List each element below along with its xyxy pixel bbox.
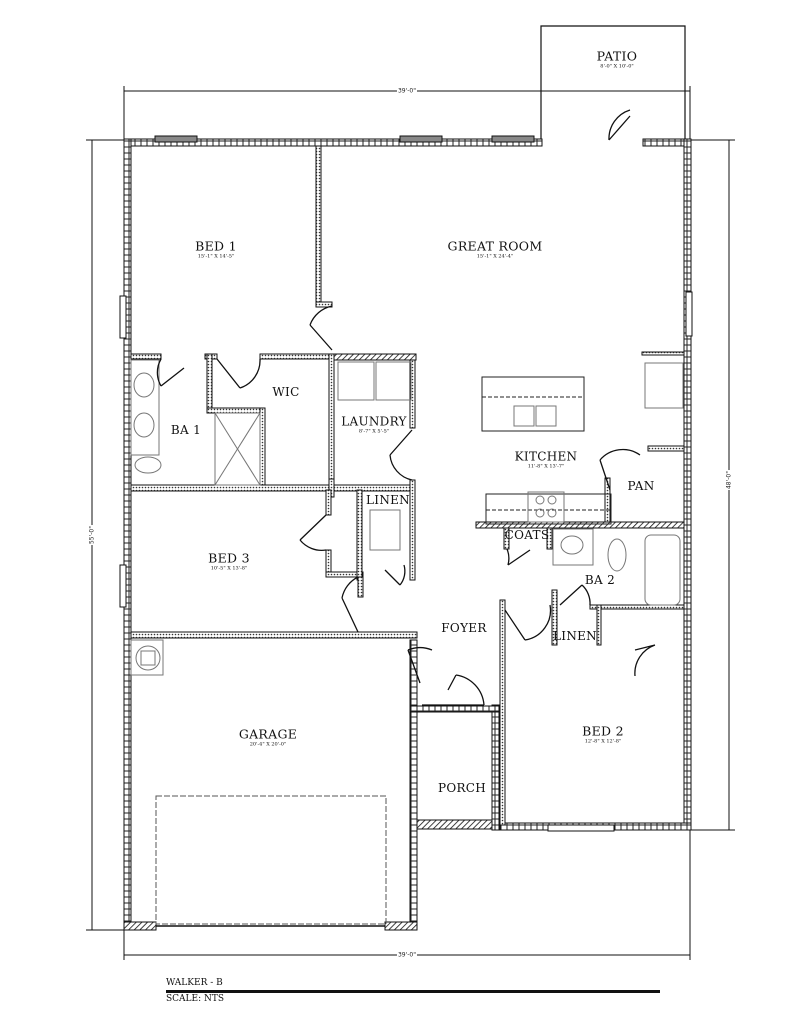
dimension-depth-left: 55'-0" <box>88 524 96 546</box>
room-name: PORCH <box>437 781 487 795</box>
room-name: WIC <box>272 385 300 399</box>
plan-scale: SCALE: NTS <box>166 994 225 1004</box>
room-label-linen-2: LINEN <box>553 629 597 643</box>
room-dims: 15'-1" X 14'-5" <box>197 253 235 260</box>
dimension-width-bottom: 39'-0" <box>396 951 418 959</box>
patio-outline <box>540 25 686 140</box>
room-name: LINEN <box>553 629 597 643</box>
garage-front-right <box>384 921 418 931</box>
room-name: GREAT ROOM <box>447 238 543 254</box>
dimension-width-top: 39'-0" <box>396 87 418 95</box>
room-name: BA 1 <box>170 423 202 437</box>
title-block: WALKER - B SCALE: NTS <box>166 978 660 1005</box>
room-label-porch: PORCH <box>438 781 486 795</box>
room-label-bed2: BED 2 12'-8" X 12'-8" <box>582 723 624 746</box>
room-name: LINEN <box>366 493 410 507</box>
room-name: LAUNDRY <box>341 414 407 429</box>
fixtures <box>130 359 684 676</box>
garage-door-outline <box>155 795 387 925</box>
room-label-patio: PATIO 8'-0" X 10'-0" <box>596 48 638 71</box>
dimension-depth-right: 48'-0" <box>725 469 733 491</box>
room-label-great-room: GREAT ROOM 15'-1" X 24'-4" <box>447 238 543 261</box>
room-label-coats: COATS <box>505 528 550 542</box>
room-dims: 20'-4" X 20'-0" <box>249 741 287 748</box>
room-label-pan: PAN <box>627 479 654 493</box>
room-name: BA 2 <box>584 573 616 587</box>
room-label-wic: WIC <box>272 385 299 399</box>
room-name: BED 2 <box>582 723 624 739</box>
windows <box>119 135 693 832</box>
room-label-bed1: BED 1 15'-1" X 14'-5" <box>195 238 237 261</box>
plan-name: WALKER - B <box>166 978 660 993</box>
room-dims: 15'-1" X 24'-4" <box>476 253 514 260</box>
room-name: PATIO <box>596 48 638 64</box>
room-name: KITCHEN <box>514 449 578 464</box>
doors <box>156 109 656 706</box>
room-label-bed3: BED 3 10'-5" X 13'-8" <box>208 550 250 573</box>
room-name: FOYER <box>441 621 487 635</box>
room-name: GARAGE <box>238 726 298 742</box>
room-name: BED 1 <box>195 238 237 254</box>
room-label-linen-1: LINEN <box>366 493 410 507</box>
room-label-kitchen: KITCHEN 11'-8" X 13'-7" <box>515 450 578 471</box>
room-name: BED 3 <box>208 550 250 566</box>
room-dims: 8'-0" X 10'-0" <box>600 63 634 70</box>
room-dims: 12'-8" X 12'-8" <box>584 738 622 745</box>
garage-front-left <box>123 921 157 931</box>
room-label-laundry: LAUNDRY 8'-7" X 5'-5" <box>341 415 407 436</box>
room-name: PAN <box>627 479 655 493</box>
room-name: COATS <box>504 528 550 542</box>
room-dims: 8'-7" X 5'-5" <box>358 428 390 435</box>
room-label-foyer: FOYER <box>441 621 486 635</box>
interior-walls <box>130 145 685 826</box>
room-label-garage: GARAGE 20'-4" X 20'-0" <box>238 726 298 749</box>
porch-rail <box>416 819 493 830</box>
laundry-hatch-wall <box>333 353 417 361</box>
room-label-ba1: BA 1 <box>171 423 201 437</box>
room-dims: 11'-8" X 13'-7" <box>527 463 565 470</box>
room-label-ba2: BA 2 <box>585 573 615 587</box>
room-dims: 10'-5" X 13'-8" <box>210 565 248 572</box>
kitchen-counter-wall <box>475 521 685 529</box>
